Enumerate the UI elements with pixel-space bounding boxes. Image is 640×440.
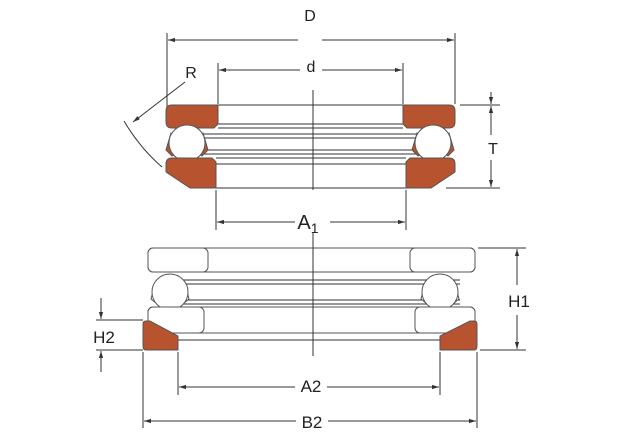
- label-H1: H1: [508, 292, 530, 311]
- top-washer-left: [165, 104, 219, 129]
- label-H2: H2: [93, 328, 115, 347]
- dimension-H1: H1: [478, 247, 530, 351]
- label-d: d: [307, 59, 316, 76]
- bottom-view: H1 H2 A2 B2: [93, 232, 530, 432]
- dimension-D: D: [166, 8, 456, 118]
- dimension-A1: A1: [215, 190, 407, 236]
- dimension-H2: H2: [93, 298, 143, 372]
- top-view: D d R: [123, 8, 500, 236]
- label-R: R: [185, 65, 197, 82]
- label-A1: A1: [297, 212, 318, 236]
- dimension-B2: B2: [142, 352, 478, 432]
- ball-left-bottom: [151, 273, 189, 311]
- seat-washer-right: [439, 320, 478, 351]
- label-T: T: [488, 141, 498, 158]
- bottom-washer-right: [405, 157, 456, 189]
- top-washer-right: [402, 104, 456, 129]
- ball-left: [168, 124, 206, 162]
- bottom-washer-left: [165, 157, 217, 189]
- ball-right-bottom: [421, 273, 459, 311]
- ball-right: [414, 124, 452, 162]
- label-A2: A2: [301, 377, 322, 396]
- dimension-A2: A2: [177, 352, 441, 396]
- dimension-T: T: [446, 92, 500, 189]
- dimension-d: d: [217, 59, 404, 104]
- seat-washer-left: [142, 320, 179, 351]
- label-B2: B2: [302, 413, 323, 432]
- dimension-R: R: [123, 65, 197, 168]
- label-D: D: [304, 8, 316, 25]
